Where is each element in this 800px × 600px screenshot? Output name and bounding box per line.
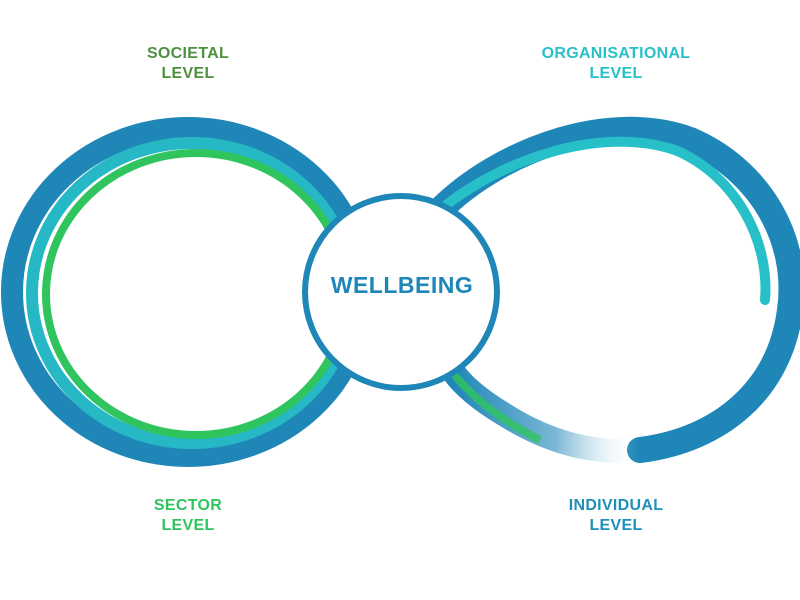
- center-title: WELLBEING: [330, 272, 474, 298]
- organisational-label-line2: LEVEL: [589, 65, 643, 82]
- societal-level-label: SOCIETAL LEVEL: [78, 44, 298, 84]
- individual-label-line2: LEVEL: [589, 517, 643, 534]
- sector-label-line1: SECTOR: [153, 497, 223, 514]
- center-circle: [302, 193, 500, 391]
- sector-label-line2: LEVEL: [161, 517, 215, 534]
- societal-label-line1: SOCIETAL: [146, 45, 230, 62]
- individual-level-label: INDIVIDUAL LEVEL: [506, 496, 726, 536]
- right-loop: [427, 116, 800, 463]
- individual-label-line1: INDIVIDUAL: [568, 497, 664, 514]
- sector-level-label: SECTOR LEVEL: [78, 496, 298, 536]
- societal-label-line2: LEVEL: [161, 65, 215, 82]
- organisational-label-line1: ORGANISATIONAL: [541, 45, 691, 62]
- organisational-level-label: ORGANISATIONAL LEVEL: [506, 44, 726, 84]
